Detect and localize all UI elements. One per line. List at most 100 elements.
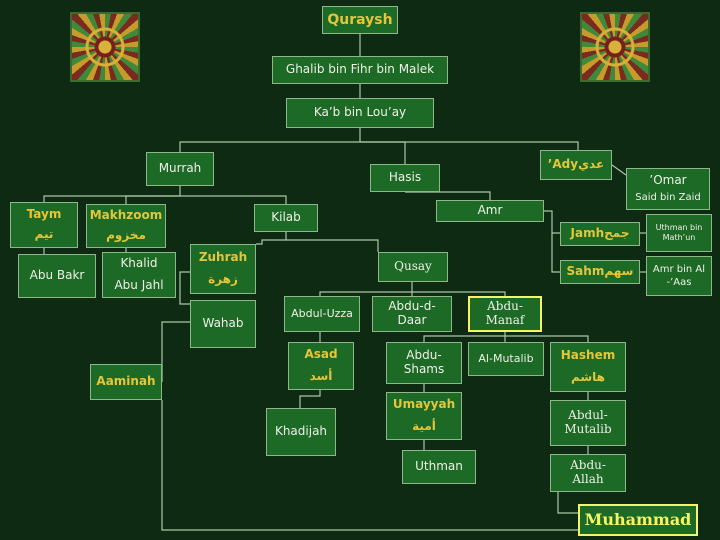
node-al-mutalib-label: Al-Mutalib xyxy=(478,351,534,365)
link-hasis-amr xyxy=(405,191,491,200)
node-said-label: Said bin Zaid xyxy=(635,192,701,204)
node-abdul-mutalib: Abdul-Mutalib xyxy=(550,400,626,446)
node-kilab: Kilab xyxy=(254,204,318,232)
link-murrah-kilab xyxy=(180,195,287,204)
node-abdul-uzza: Abdul-Uzza xyxy=(284,296,360,332)
node-wahab: Wahab xyxy=(190,300,256,348)
title-quraysh: Quraysh xyxy=(322,6,398,34)
node-uthman-bin-mathun: Uthman bin Math’un xyxy=(646,214,712,252)
node-al-mutalib: Al-Mutalib xyxy=(468,342,544,376)
ornament-left xyxy=(70,12,140,82)
node-makhzoom-label: Makhzoom xyxy=(89,208,163,223)
node-abu-bakr: Abu Bakr xyxy=(18,254,96,298)
node-sahm: Sahmسهم xyxy=(560,260,640,284)
link-amr-sahm xyxy=(551,233,560,273)
node-abdu-manaf-label: Abdu-Manaf xyxy=(485,299,525,327)
node-muhammad: Muhammad xyxy=(578,504,698,536)
node-sahm-label: Sahmسهم xyxy=(566,264,634,279)
node-zuhrah-arabic: زهرة xyxy=(208,272,238,286)
link-kab-ady xyxy=(360,141,579,150)
link-wahab-aaminah xyxy=(161,321,190,382)
ornament-right xyxy=(580,12,650,82)
node-muhammad-label: Muhammad xyxy=(584,509,692,529)
node-abu-jahl-label: Abu Jahl xyxy=(114,278,164,292)
node-abdul-uzza-label: Abdul-Uzza xyxy=(291,306,353,320)
node-aaminah: Aaminah xyxy=(90,364,162,400)
link-aaminah-muhammad xyxy=(161,400,578,531)
node-khadijah-label: Khadijah xyxy=(274,424,328,439)
node-abdu-allah: Abdu-Allah xyxy=(550,454,626,492)
node-abdu-d-daar-label: Abdu-d-Daar xyxy=(388,299,436,327)
node-kab-label: Ka’b bin Lou’ay xyxy=(313,105,407,120)
node-uthman-label: Uthman xyxy=(415,459,463,474)
node-murrah-label: Murrah xyxy=(158,161,202,176)
node-abdu-shams: Abdu-Shams xyxy=(386,342,462,384)
node-wahab-label: Wahab xyxy=(202,316,244,331)
node-asad-arabic: أسد xyxy=(309,369,333,383)
node-taym-label: Taym xyxy=(26,207,62,222)
link-kilab-qusay xyxy=(286,239,379,252)
node-hashem-arabic: هاشم xyxy=(570,370,606,384)
node-zuhrah: Zuhrah زهرة xyxy=(190,244,256,294)
link-asad-khadijah xyxy=(299,390,321,408)
node-amr-label: Amr xyxy=(477,203,503,218)
link-qusay-abdul-uzza xyxy=(319,282,413,296)
link-kab-murrah xyxy=(179,128,361,152)
node-hasis-label: Hasis xyxy=(388,170,422,185)
node-abdu-allah-label: Abdu-Allah xyxy=(570,458,606,486)
link-abdu-allah-muhammad xyxy=(557,492,578,514)
node-ady: ’Adyعدي xyxy=(540,150,612,180)
node-murrah: Murrah xyxy=(146,152,214,186)
node-ghalib: Ghalib bin Fihr bin Malek xyxy=(272,56,448,84)
node-makhzoom: Makhzoom مخزوم xyxy=(86,204,166,248)
node-qusay-label: Qusay xyxy=(394,259,432,274)
node-zuhrah-label: Zuhrah xyxy=(198,250,248,265)
node-umayyah: Umayyah أمية xyxy=(386,392,462,440)
node-umayyah-arabic: أمية xyxy=(412,419,436,433)
node-jamh: Jamhجمح xyxy=(560,222,640,246)
node-kab: Ka’b bin Lou’ay xyxy=(286,98,434,128)
node-khadijah: Khadijah xyxy=(266,408,336,456)
link-abdu-manaf-hashem xyxy=(505,335,589,342)
node-khalid-label: Khalid xyxy=(120,256,158,271)
node-jamh-label: Jamhجمح xyxy=(570,226,630,241)
node-makhzoom-arabic: مخزوم xyxy=(106,228,146,242)
node-hasis: Hasis xyxy=(370,164,440,192)
node-abdul-mutalib-label: Abdul-Mutalib xyxy=(564,408,612,436)
link-murrah-makhzoom xyxy=(125,195,180,204)
node-amr: Amr xyxy=(436,200,544,222)
node-amr-bin-al-aas-label: Amr bin Al -’Aas xyxy=(652,263,706,289)
link-ady-omar xyxy=(611,164,627,176)
link-abdu-manaf-abdu-shams xyxy=(423,332,506,342)
node-ady-label: ’Adyعدي xyxy=(547,157,605,172)
node-asad: Asad أسد xyxy=(288,342,354,390)
node-omar: ’Omar Said bin Zaid xyxy=(626,168,710,210)
node-uthman-bin-mathun-label: Uthman bin Math’un xyxy=(655,222,703,242)
node-ghalib-label: Ghalib bin Fihr bin Malek xyxy=(285,62,435,77)
node-hashem: Hashem هاشم xyxy=(550,342,626,392)
node-umayyah-label: Umayyah xyxy=(392,397,456,412)
link-kilab-zuhrah xyxy=(256,232,287,245)
node-taym: Taym تيم xyxy=(10,202,78,248)
node-aaminah-label: Aaminah xyxy=(96,374,156,389)
node-abdu-d-daar: Abdu-d-Daar xyxy=(372,296,452,332)
link-qusay-abdu-manaf xyxy=(412,291,506,296)
node-asad-label: Asad xyxy=(304,347,338,362)
node-qusay: Qusay xyxy=(378,252,448,282)
node-omar-label: ’Omar xyxy=(649,173,687,188)
link-kab-hasis xyxy=(360,141,406,164)
node-taym-arabic: تيم xyxy=(34,227,54,241)
link-zuhrah-wahab xyxy=(179,271,190,305)
node-abdu-manaf: Abdu-Manaf xyxy=(468,296,542,332)
node-uthman: Uthman xyxy=(402,450,476,484)
node-abu-bakr-label: Abu Bakr xyxy=(29,268,85,283)
node-hashem-label: Hashem xyxy=(560,348,616,363)
node-amr-bin-al-aas: Amr bin Al -’Aas xyxy=(646,256,712,296)
node-khalid: Khalid Abu Jahl xyxy=(102,252,176,298)
title-text: Quraysh xyxy=(327,11,393,28)
link-murrah-taym xyxy=(43,186,181,202)
link-amr-jamh xyxy=(544,210,560,234)
node-abdu-shams-label: Abdu-Shams xyxy=(403,348,445,376)
